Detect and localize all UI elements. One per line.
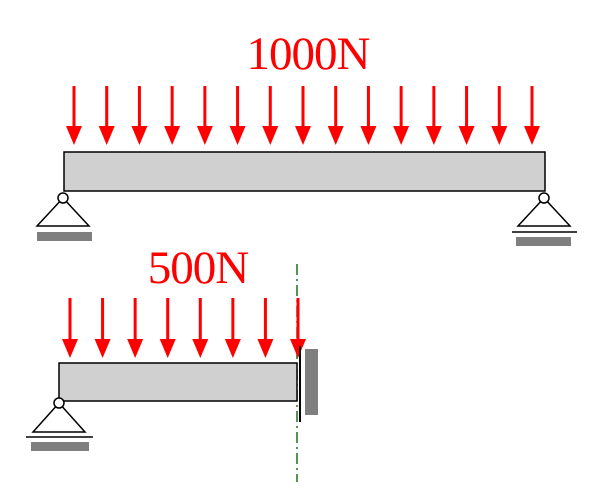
top-load-arrow-7 xyxy=(262,86,279,145)
top-beam-group: 1000N xyxy=(35,28,577,246)
bottom-beam xyxy=(58,362,298,402)
top-load-arrow-5 xyxy=(196,86,213,145)
bottom-load-arrow-3 xyxy=(127,298,144,358)
top-load-arrow-15 xyxy=(524,86,540,145)
bottom-left-pin-support xyxy=(26,397,93,451)
top-load-arrow-9 xyxy=(327,86,344,145)
top-right-roller-support xyxy=(512,192,577,246)
top-load-arrow-8 xyxy=(295,86,311,145)
bottom-load-arrow-1 xyxy=(62,298,78,358)
bottom-load-arrow-2 xyxy=(94,298,111,358)
bottom-distributed-load-arrows xyxy=(62,298,306,358)
bottom-load-label: 500N xyxy=(148,242,249,294)
bottom-load-arrow-6 xyxy=(224,298,241,358)
top-load-arrow-14 xyxy=(491,86,508,145)
top-load-arrow-6 xyxy=(229,86,246,145)
top-beam xyxy=(63,151,546,192)
top-load-arrow-13 xyxy=(458,86,475,145)
top-load-arrow-11 xyxy=(393,86,410,145)
bottom-beam-group: 500N xyxy=(26,242,318,482)
top-load-arrow-12 xyxy=(425,86,442,145)
bottom-load-arrow-8 xyxy=(290,298,306,358)
bottom-load-arrow-5 xyxy=(192,298,209,358)
top-load-arrow-10 xyxy=(360,86,377,145)
top-load-arrow-4 xyxy=(164,86,181,145)
bottom-load-arrow-7 xyxy=(257,298,274,358)
top-distributed-load-arrows xyxy=(66,86,540,145)
bottom-load-arrow-4 xyxy=(159,298,176,358)
top-load-arrow-2 xyxy=(98,86,115,145)
bottom-right-fixed-support xyxy=(299,346,318,422)
top-load-label: 1000N xyxy=(247,28,370,80)
top-load-arrow-3 xyxy=(131,86,148,145)
top-left-pin-support xyxy=(35,192,92,241)
top-load-arrow-1 xyxy=(66,86,82,145)
